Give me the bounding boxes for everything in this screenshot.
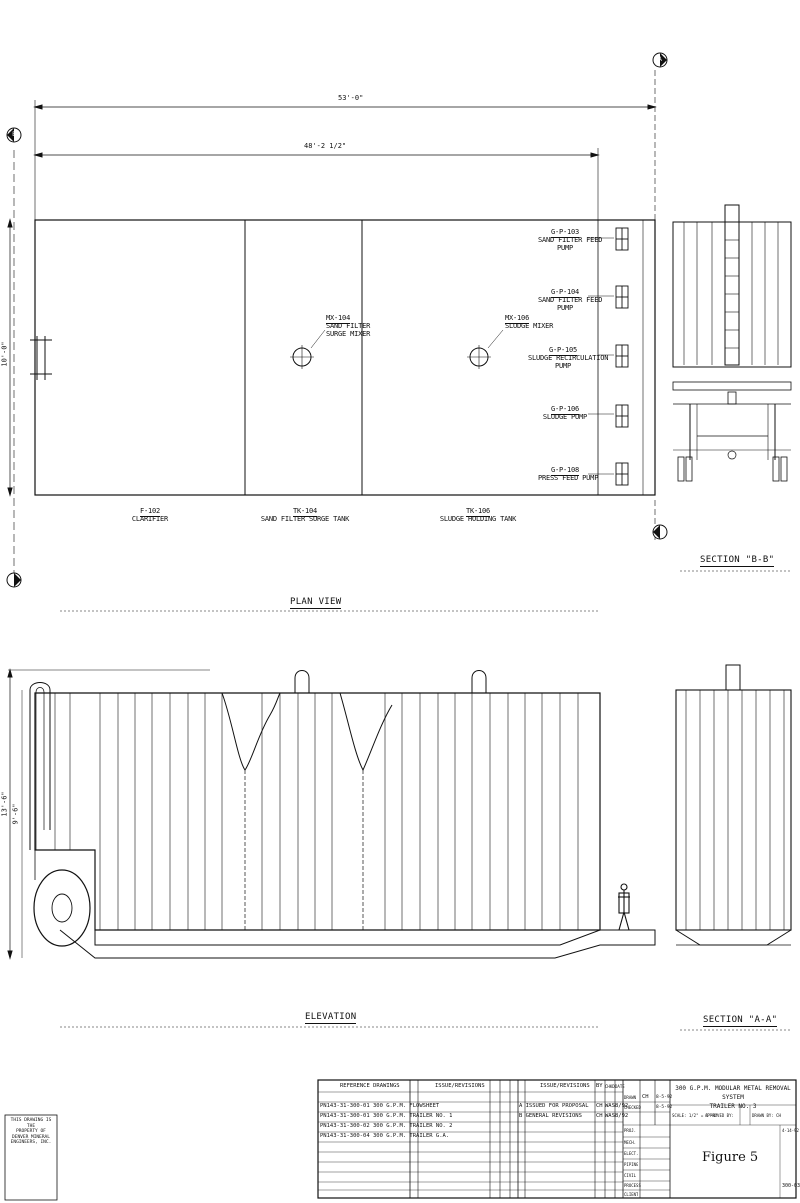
block-label-civil: CIVIL [624,1173,637,1178]
revision-b-date: 8/92 [615,1113,629,1119]
block-label-piping: PIPING [624,1162,639,1167]
mixer-mx106-label: MX-106 SLUDGE MIXER [505,314,554,330]
checked-date: 8-5-92 [656,1105,673,1110]
revision-a-chkd: WAS [605,1103,615,1109]
figure-label: Figure 5 [702,1150,759,1165]
reference-row-1: PN143-31-300-01 300 G.P.M. FLOWSHEET [320,1103,440,1109]
reference-row-4: PN143-31-300-04 300 G.P.M. TRAILER G.A. [320,1133,450,1139]
reference-header: REFERENCE DRAWINGS [340,1083,400,1089]
reference-row-3: PN143-31-300-02 300 G.P.M. TRAILER NO. 2 [320,1123,453,1129]
elevation-height-dim: 13'-6" [0,791,9,817]
pump-gp108-label: G-P-108 PRESS FEED PUMP [538,466,599,482]
section-bb-title: SECTION "B-B" [700,555,775,567]
revision-a-date: 8/92 [615,1103,629,1109]
drawn-initials: CH [642,1094,649,1100]
revision-b-chkd: WAS [605,1113,615,1119]
block-label-client: CLIENT [624,1192,639,1197]
pump-gp103-label: G-P-103 SAND FILTER FEED PUMP [538,228,603,252]
block-label-proj: PROJ. [624,1128,637,1133]
drawn-by-text: DRAWN BY: CH [752,1113,781,1118]
checked-label: CHECKED [624,1105,641,1110]
col-chkd: CHKD [605,1084,615,1089]
revision-row-a: A ISSUED FOR PROPOSAL [519,1103,589,1109]
block-label-elect: ELECT. [624,1151,639,1156]
issue-header-2: ISSUE/REVISIONS [540,1083,590,1089]
revision-a-by: CH [596,1103,603,1109]
sheet-number: 300-03 [782,1183,800,1189]
section-aa-title: SECTION "A-A" [703,1015,778,1027]
pump-gp104-label: G-P-104 SAND FILTER FEED PUMP [538,288,603,312]
date-right: 4-14-92 [782,1128,799,1133]
tank-f102-label: F-102 CLARIFIER [131,507,169,523]
tank-tk104-label: TK-104 SAND FILTER SURGE TANK [260,507,350,523]
issue-header-1: ISSUE/REVISIONS [435,1083,485,1089]
col-date: DATE [615,1084,625,1089]
section-marker-a-top: A [658,56,662,63]
mixer-mx104-label: MX-104 SAND FILTER SURGE MIXER [326,314,371,338]
block-label-mech: MECH. [624,1140,637,1145]
block-label-process: PROCESS [624,1183,641,1188]
plan-view-title: PLAN VIEW [290,597,342,609]
property-note: THIS DRAWING IS THE PROPERTY OF DENVER M… [10,1118,52,1145]
col-by: BY [596,1083,603,1089]
approved-text: APPROVED BY: [705,1113,734,1118]
elevation-title: ELEVATION [305,1012,357,1024]
plan-width-dim: 10'-0" [0,341,9,367]
revision-b-by: CH [596,1113,603,1119]
section-marker-b-top: B [12,131,16,138]
pump-gp105-label: G-P-105 SLUDGE RECIRCULATION PUMP [528,346,609,370]
elevation-inner-height-dim: 9'-6" [11,803,20,825]
tank-length-dim: 48'-2 1/2" [302,142,349,150]
tank-tk106-label: TK-106 SLUDGE HOLDING TANK [439,507,517,523]
section-markers [6,52,668,588]
overall-length-dim: 53'-0" [336,94,366,102]
scale-text: SCALE: 1/2" = 1'-0" [672,1113,718,1118]
pump-gp106-label: G-P-106 SLUDGE PUMP [542,405,588,421]
drawn-label: DRAWN [624,1095,637,1100]
revision-row-b: B GENERAL REVISIONS [519,1113,582,1119]
drawn-date: 8-5-92 [656,1095,673,1100]
reference-row-2: PN143-31-300-01 300 G.P.M. TRAILER NO. 1 [320,1113,453,1119]
